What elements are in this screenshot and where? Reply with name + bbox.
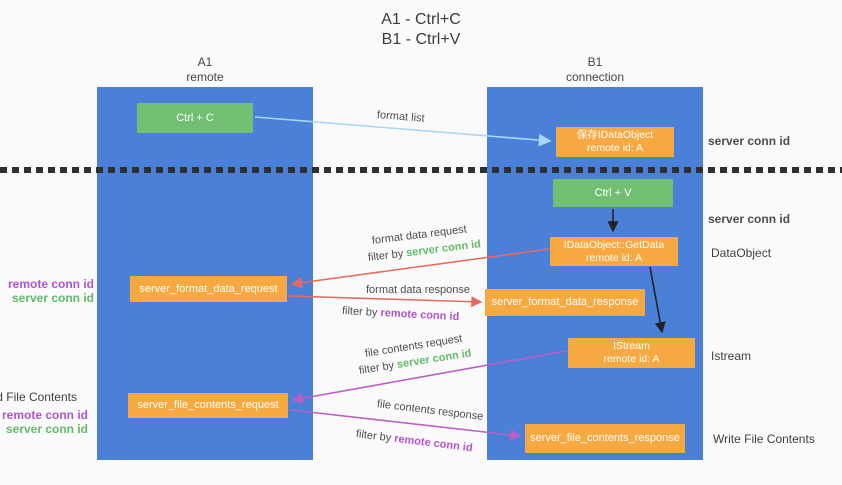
- node-server-file-contents-response-label: server_file_contents_response: [530, 432, 680, 444]
- filter-prefix: filter by: [341, 305, 381, 320]
- phase-divider-dotted-line: [0, 167, 842, 173]
- column-b1-id: B1: [587, 55, 603, 69]
- remote-conn-id-label: remote conn id: [1, 408, 88, 422]
- column-header-b1: B1 connection: [487, 55, 703, 85]
- server-conn-id-top-label: server conn id: [708, 134, 791, 148]
- node-ctrl-v: Ctrl + V: [553, 179, 673, 207]
- node-save-idataobject-line1: 保存IDataObject: [576, 129, 654, 141]
- node-server-format-data-response: server_format_data_response: [485, 289, 645, 316]
- arrow-file-contents-response: [290, 409, 522, 441]
- node-ctrl-v-label: Ctrl + V: [594, 186, 632, 199]
- label-file-contents-response-filter: filter by remote conn id: [355, 428, 473, 454]
- label-format-data-response: format data response: [366, 284, 470, 296]
- server-conn-id-label: server conn id: [5, 422, 88, 436]
- node-ctrl-c-label: Ctrl + C: [176, 111, 214, 124]
- read-file-contents-label: Read File Contents: [0, 390, 77, 404]
- label-format-list: format list: [376, 109, 426, 125]
- node-istream: IStream remote id: A: [568, 338, 695, 368]
- filter-key-remote-conn-id: remote conn id: [380, 307, 460, 324]
- left-conn-ids-bottom: remote conn id server conn id: [2, 408, 88, 436]
- filter-prefix: filter by: [355, 428, 395, 445]
- node-istream-line2: remote id: A: [603, 353, 660, 365]
- node-server-format-data-response-label: server_format_data_response: [491, 296, 639, 308]
- node-save-idataobject: 保存IDataObject remote id: A: [556, 127, 674, 157]
- node-istream-line1: IStream: [613, 340, 650, 352]
- node-idataobject-getdata-line2: remote id: A: [585, 251, 643, 264]
- server-conn-id-mid-label: server conn id: [708, 212, 791, 226]
- diagram-title: A1 - Ctrl+C B1 - Ctrl+V: [0, 10, 842, 50]
- column-b1-name: connection: [565, 70, 625, 84]
- node-server-file-contents-request-label: server_file_contents_request: [137, 399, 279, 411]
- node-server-file-contents-request: server_file_contents_request: [128, 393, 288, 418]
- istream-label: Istream: [711, 349, 752, 363]
- server-conn-id-label: server conn id: [11, 291, 94, 305]
- title-line-2: B1 - Ctrl+V: [381, 31, 461, 48]
- arrow-format-data-response: [288, 295, 483, 308]
- filter-prefix: filter by: [358, 359, 398, 377]
- node-idataobject-getdata: IDataObject::GetData remote id: A: [550, 237, 678, 266]
- dataobject-label: DataObject: [711, 246, 772, 260]
- node-save-idataobject-line2: remote id: A: [586, 142, 644, 154]
- node-idataobject-getdata-line1: IDataObject::GetData: [563, 238, 665, 251]
- remote-conn-id-label: remote conn id: [7, 277, 94, 291]
- column-a1-id: A1: [197, 55, 213, 69]
- node-server-format-data-request-label: server_format_data_request: [139, 282, 278, 295]
- column-a1-name: remote: [186, 70, 224, 84]
- label-format-data-response-filter: filter by remote conn id: [342, 305, 460, 323]
- node-server-format-data-request: server_format_data_request: [130, 276, 287, 302]
- filter-key-remote-conn-id: remote conn id: [393, 432, 474, 455]
- label-file-contents-response: file contents response: [376, 398, 484, 423]
- node-server-file-contents-response: server_file_contents_response: [525, 424, 685, 453]
- filter-prefix: filter by: [367, 247, 407, 264]
- column-header-a1: A1 remote: [97, 55, 313, 85]
- node-ctrl-c: Ctrl + C: [137, 103, 253, 133]
- write-file-contents-label: Write File Contents: [713, 432, 815, 446]
- title-line-1: A1 - Ctrl+C: [381, 11, 461, 28]
- left-conn-ids-top: remote conn id server conn id: [8, 277, 94, 305]
